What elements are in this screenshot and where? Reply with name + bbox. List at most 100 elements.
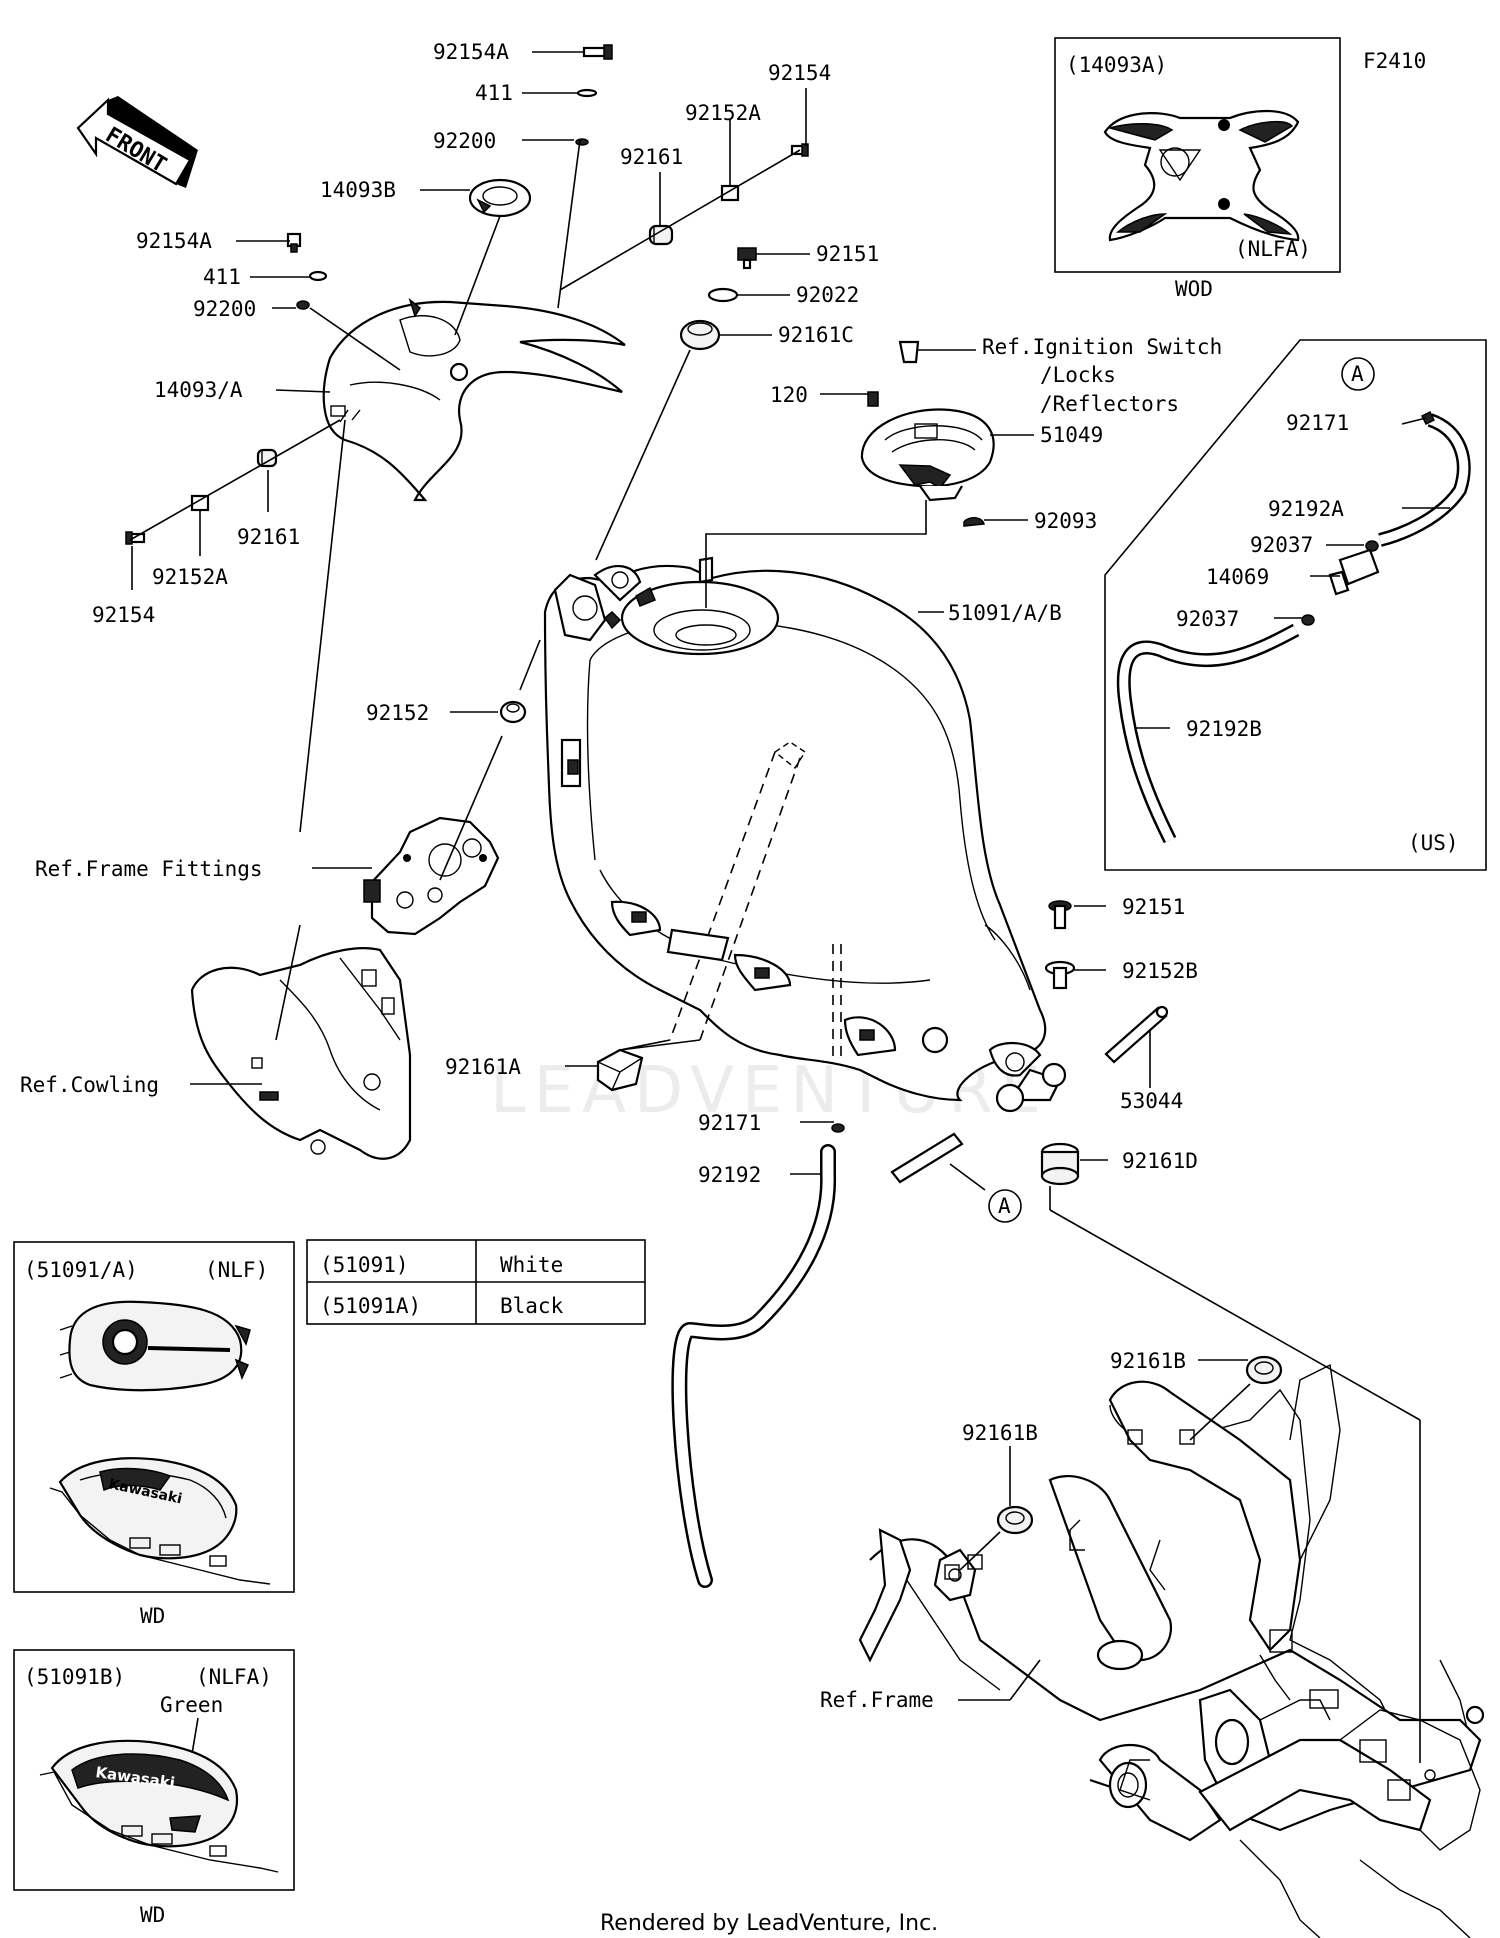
inset-us-92037a: 92037 bbox=[1250, 533, 1313, 557]
fuel-tank-51091 bbox=[543, 556, 1067, 1113]
ref-ignition-line3: /Reflectors bbox=[1040, 392, 1179, 416]
washer-92200-left bbox=[296, 300, 310, 310]
label-92152B: 92152B bbox=[1122, 959, 1198, 983]
damper-92161D bbox=[1040, 1142, 1080, 1186]
collar-92152 bbox=[499, 700, 527, 724]
label-92161A: 92161A bbox=[445, 1055, 521, 1079]
label-14093A: 14093/A bbox=[154, 378, 243, 402]
pin-53044 bbox=[1104, 1005, 1169, 1064]
label-92161-top: 92161 bbox=[620, 145, 683, 169]
color-table-row1-color: White bbox=[500, 1253, 563, 1277]
label-411-top: 411 bbox=[475, 81, 513, 105]
reference-labels: Ref.Ignition Switch /Locks /Reflectors R… bbox=[20, 335, 1222, 1712]
svg-text:A: A bbox=[998, 1194, 1011, 1218]
color-table-row2-color: Black bbox=[500, 1294, 564, 1318]
svg-text:A: A bbox=[1351, 362, 1364, 386]
callout-labels: 92154A 411 92200 14093B 92154A 411 92200… bbox=[92, 40, 1198, 1445]
inset-nlfa-variant: (NLFA) bbox=[196, 1665, 272, 1689]
label-53044: 53044 bbox=[1120, 1089, 1183, 1113]
grommet-92161-left bbox=[256, 448, 278, 468]
label-92152A-top: 92152A bbox=[685, 101, 761, 125]
label-92192: 92192 bbox=[698, 1163, 761, 1187]
label-92161B-left: 92161B bbox=[962, 1421, 1038, 1445]
frame-fittings-bracket bbox=[363, 816, 500, 936]
inset-us-14069: 14069 bbox=[1206, 565, 1269, 589]
grommet-92161B-left bbox=[996, 1505, 1034, 1535]
label-411-left: 411 bbox=[203, 265, 241, 289]
label-51091AB: 51091/A/B bbox=[948, 601, 1062, 625]
grommet-92161B-right bbox=[1245, 1355, 1283, 1385]
inset-us-92192A: 92192A bbox=[1268, 497, 1344, 521]
diagram-code: F2410 bbox=[1363, 49, 1426, 73]
ref-cowling: Ref.Cowling bbox=[20, 1073, 159, 1097]
label-120: 120 bbox=[770, 383, 808, 407]
color-table-row2-part: (51091A) bbox=[320, 1294, 421, 1318]
label-92093: 92093 bbox=[1034, 509, 1097, 533]
label-92161B-right: 92161B bbox=[1110, 1349, 1186, 1373]
inset-nlfa-color-note: Green bbox=[160, 1693, 223, 1717]
inset-us-92192B: 92192B bbox=[1186, 717, 1262, 741]
inset-nlf: (51091/A) (NLF) WD Kawasaki bbox=[13, 1241, 295, 1628]
label-92152: 92152 bbox=[366, 701, 429, 725]
washer-92200-top bbox=[575, 138, 589, 146]
label-92154-left: 92154 bbox=[92, 603, 155, 627]
inset-wod-variant: (NLFA) bbox=[1235, 237, 1311, 261]
footer-credit: Rendered by LeadVenture, Inc. bbox=[600, 1911, 938, 1936]
ref-ignition-line2: /Locks bbox=[1040, 363, 1116, 387]
inset-us-mark: A bbox=[1341, 357, 1375, 391]
label-92154A-left: 92154A bbox=[136, 229, 212, 253]
color-table-row1-part: (51091) bbox=[320, 1253, 409, 1277]
screw-92151-top bbox=[737, 247, 757, 270]
ref-frame: Ref.Frame bbox=[820, 1688, 934, 1712]
inset-nlfa: (51091B) (NLFA) Green WD Kawasaki bbox=[13, 1649, 295, 1927]
inset-wod: (14093A) (NLFA) WOD bbox=[1054, 37, 1341, 301]
label-92161C: 92161C bbox=[778, 323, 854, 347]
label-92151-top: 92151 bbox=[816, 242, 879, 266]
label-92154-top: 92154 bbox=[768, 61, 831, 85]
front-arrow-icon: FRONT bbox=[76, 96, 198, 188]
label-92154A-top: 92154A bbox=[433, 40, 509, 64]
label-92200-top: 92200 bbox=[433, 129, 496, 153]
inset-nlf-variant: (NLF) bbox=[205, 1258, 268, 1282]
inset-us: A (US) 92171 92192A 92037 14069 92037 92… bbox=[1104, 339, 1487, 871]
label-14093B: 14093B bbox=[320, 178, 396, 202]
hose-segment-A bbox=[890, 1132, 964, 1184]
inset-nlfa-caption: WD bbox=[140, 1903, 165, 1927]
inset-nlfa-part: (51091B) bbox=[24, 1665, 125, 1689]
label-92161-left: 92161 bbox=[237, 525, 300, 549]
screw-92154A-left bbox=[286, 232, 302, 253]
damper-92161C bbox=[679, 319, 721, 351]
label-92161D: 92161D bbox=[1122, 1149, 1198, 1173]
inset-us-92037b: 92037 bbox=[1176, 607, 1239, 631]
label-92152A-left: 92152A bbox=[152, 565, 228, 589]
nut-top-fuel-cap bbox=[898, 340, 920, 364]
fuel-cap-51049 bbox=[860, 408, 995, 502]
washer-411-top bbox=[576, 88, 598, 98]
mark-A-main: A bbox=[988, 1189, 1022, 1223]
cap-ring-14093B bbox=[468, 178, 532, 218]
drain-tube-92093 bbox=[963, 517, 985, 527]
inset-us-92171: 92171 bbox=[1286, 411, 1349, 435]
inset-nlf-caption: WD bbox=[140, 1604, 165, 1628]
screw-92154A-top bbox=[582, 44, 613, 60]
tank-cover-14093 bbox=[322, 297, 626, 502]
label-51049: 51049 bbox=[1040, 423, 1103, 447]
ref-frame-fittings: Ref.Frame Fittings bbox=[35, 857, 263, 881]
bolt-120 bbox=[867, 391, 879, 407]
label-92022: 92022 bbox=[796, 283, 859, 307]
color-table: (51091) White (51091A) Black bbox=[306, 1239, 646, 1325]
leader-lines bbox=[131, 51, 1421, 1763]
washer-411-left bbox=[308, 270, 328, 282]
clamp-92171-main bbox=[831, 1123, 845, 1133]
inset-wod-caption: WOD bbox=[1175, 277, 1213, 301]
inset-wod-part: (14093A) bbox=[1066, 53, 1167, 77]
screw-92151-right bbox=[1048, 900, 1072, 930]
frame bbox=[858, 1363, 1485, 1938]
label-92151-right: 92151 bbox=[1122, 895, 1185, 919]
inset-nlf-part: (51091/A) bbox=[24, 1258, 138, 1282]
label-92200-left: 92200 bbox=[193, 297, 256, 321]
washer-92022 bbox=[707, 287, 739, 303]
ref-ignition-line1: Ref.Ignition Switch bbox=[982, 335, 1222, 359]
cowling bbox=[190, 947, 412, 1160]
